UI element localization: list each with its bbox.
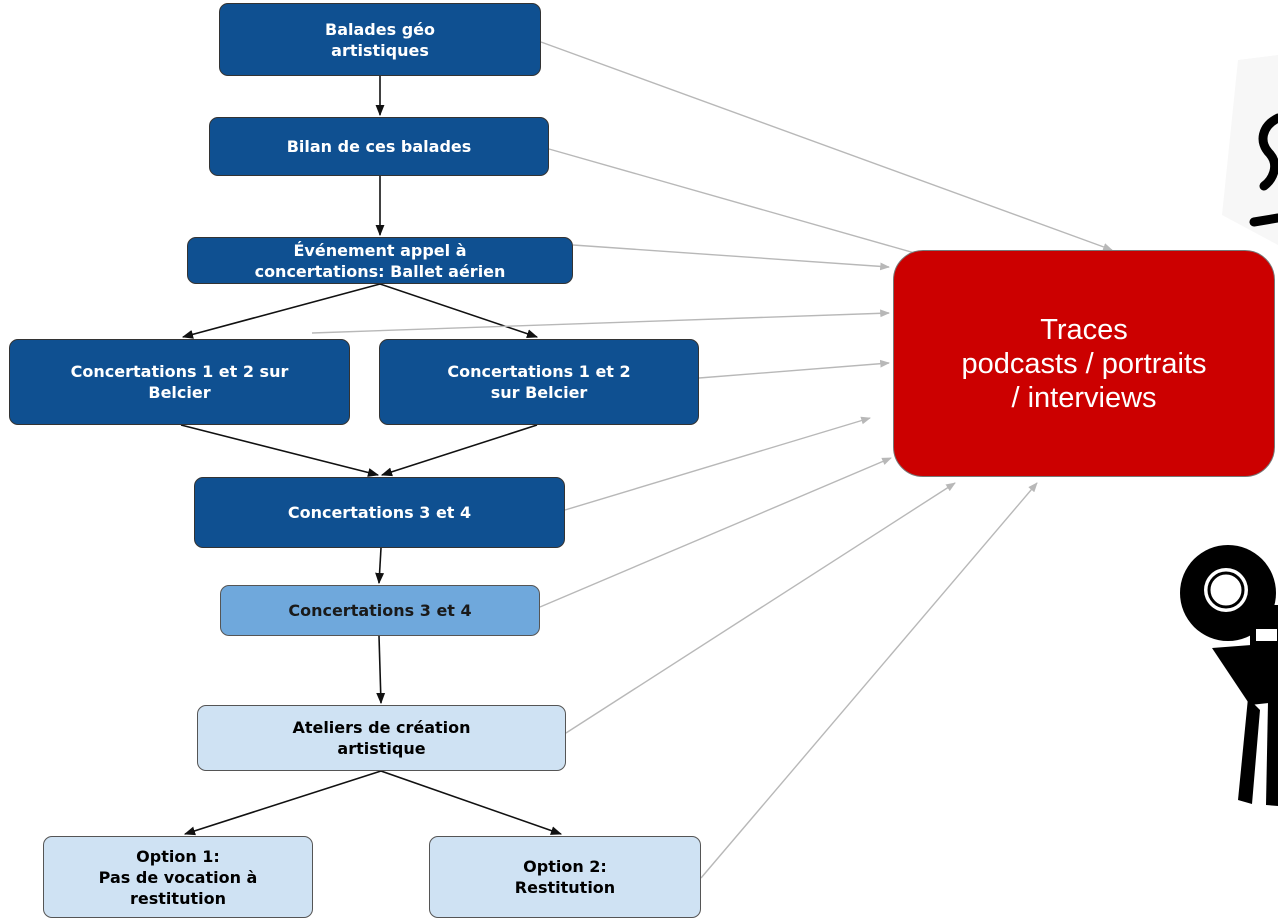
node-bilan-balades: Bilan de ces balades: [209, 117, 549, 176]
arrow-left-to-c34: [180, 424, 380, 477]
node-evenement-appel: Événement appel à concertations: Ballet …: [187, 237, 573, 284]
node-concertations-right-label: Concertations 1 et 2 sur Belcier: [447, 362, 631, 402]
arrow-ateliers-to-option1: [183, 770, 382, 836]
node-traces: Traces podcasts / portraits / interviews: [893, 250, 1275, 477]
trace-arrow-c34dark: [564, 416, 871, 511]
node-option2-label: Option 2: Restitution: [514, 857, 616, 897]
trace-arrow-c34mid: [539, 457, 892, 608]
node-bilan-label: Bilan de ces balades: [286, 137, 472, 156]
sketch-illustration-top: [1222, 55, 1278, 245]
node-ateliers-label: Ateliers de création artistique: [292, 718, 471, 758]
node-concertations-1-2-right: Concertations 1 et 2 sur Belcier: [379, 339, 699, 425]
node-ateliers-creation: Ateliers de création artistique: [197, 705, 566, 771]
node-concertations-3-4-dark: Concertations 3 et 4: [194, 477, 565, 548]
trace-arrow-left-branch: [311, 309, 890, 334]
arrow-evenement-to-right: [379, 283, 539, 339]
node-balades-geo-artistiques: Balades géo artistiques: [219, 3, 541, 76]
node-option-1: Option 1: Pas de vocation à restitution: [43, 836, 313, 918]
traces-label: Traces podcasts / portraits / interviews: [961, 313, 1207, 414]
arrow-c34mid-to-ateliers: [376, 635, 386, 705]
arrow-right-to-c34: [380, 424, 538, 477]
arrow-ateliers-to-option2: [380, 770, 563, 835]
node-concertations34-mid-label: Concertations 3 et 4: [288, 601, 472, 620]
trace-arrow-evenement: [572, 244, 890, 271]
trace-arrow-balades: [540, 41, 1113, 251]
node-option-2: Option 2: Restitution: [429, 836, 701, 918]
trace-arrow-option2: [700, 482, 1038, 879]
trace-arrow-ateliers: [565, 482, 956, 734]
node-balades-label: Balades géo artistiques: [325, 19, 435, 60]
node-concertations-1-2-left: Concertations 1 et 2 sur Belcier: [9, 339, 350, 425]
node-concertations34-dark-label: Concertations 3 et 4: [287, 503, 472, 522]
arrow-evenement-to-left: [181, 283, 381, 339]
node-concertations-3-4-mid: Concertations 3 et 4: [220, 585, 540, 636]
node-evenement-label: Événement appel à concertations: Ballet …: [254, 240, 506, 281]
film-camera-icon: [1180, 545, 1278, 806]
node-option1-label: Option 1: Pas de vocation à restitution: [98, 846, 258, 908]
arrow-c34dark-to-c34mid: [375, 547, 385, 585]
trace-arrow-right: [698, 359, 890, 379]
node-concertations-left-label: Concertations 1 et 2 sur Belcier: [70, 362, 289, 402]
